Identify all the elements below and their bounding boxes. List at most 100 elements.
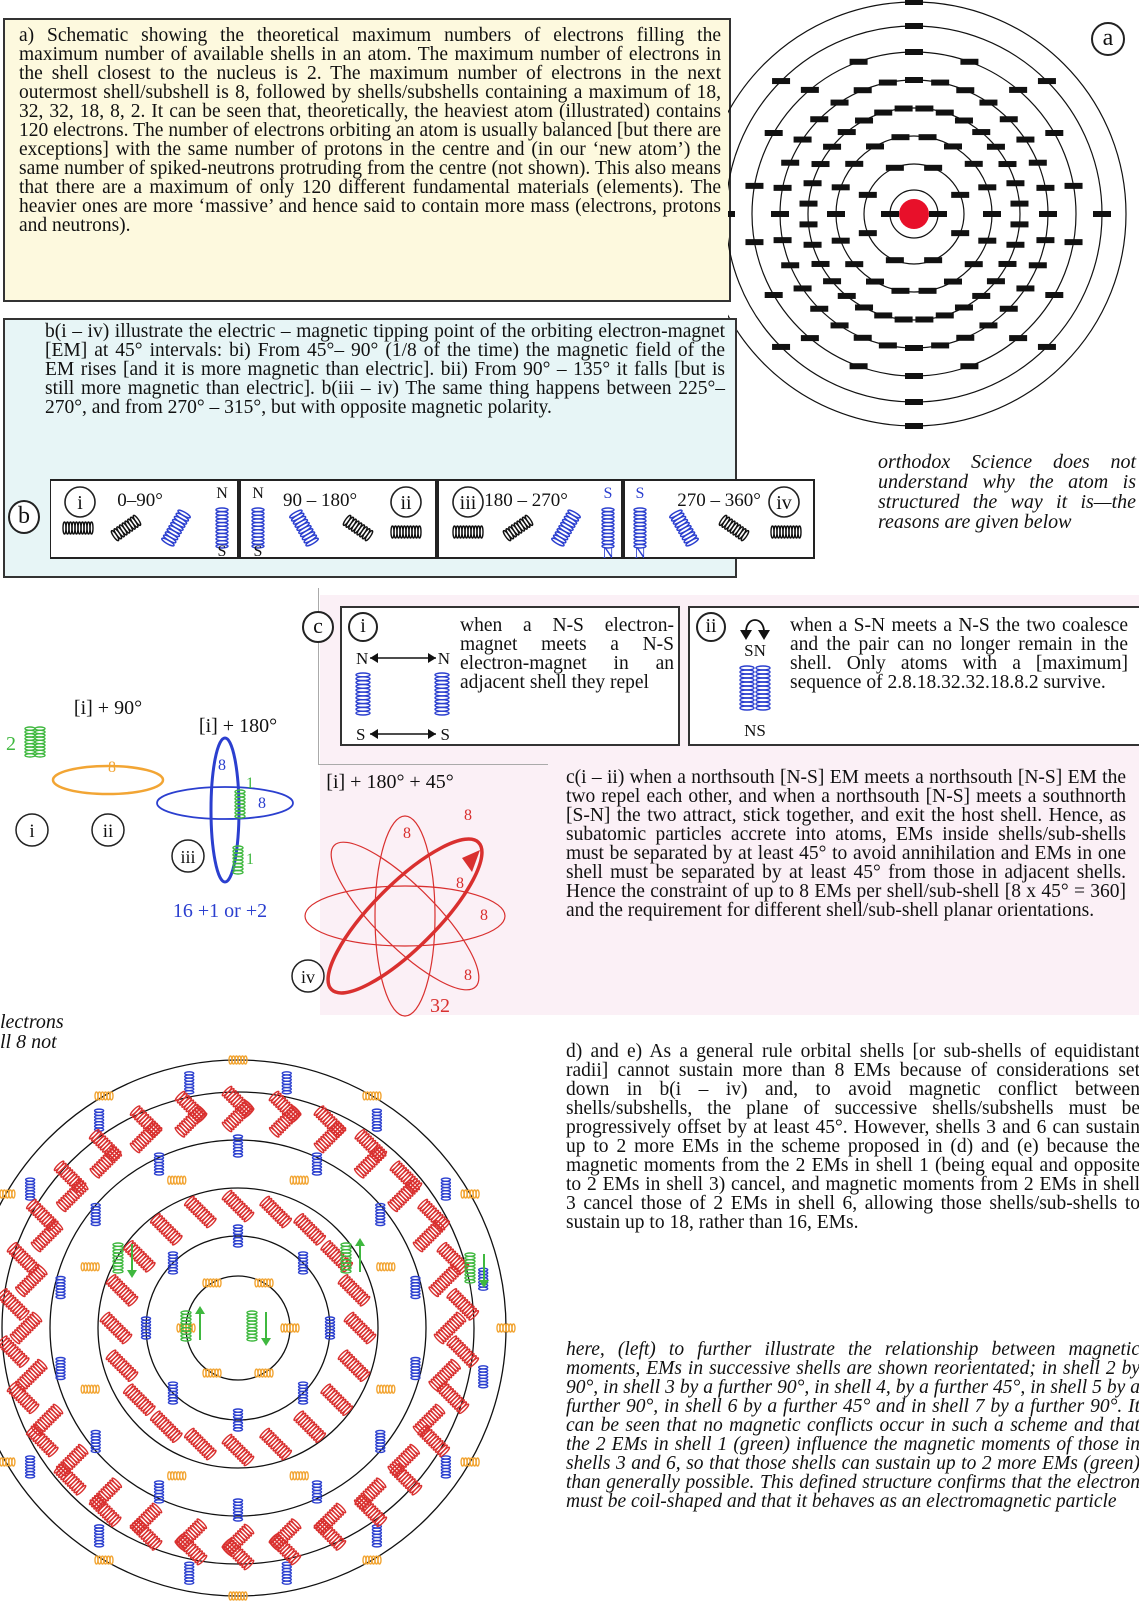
em-red <box>446 1288 480 1321</box>
pole-n1: N <box>356 649 368 668</box>
label-i-plus-180-45: [i] + 180° + 45° <box>326 771 453 793</box>
em-blue <box>477 1365 489 1389</box>
em-red <box>25 1424 59 1458</box>
em-red <box>55 1179 89 1213</box>
label-iv: iv <box>301 967 315 987</box>
label-i: i <box>29 821 34 842</box>
electron <box>891 287 910 294</box>
em-red <box>105 1273 139 1307</box>
num-circle <box>15 813 49 847</box>
electron <box>905 0 923 5</box>
b-num-ii: ii <box>400 492 412 514</box>
em-red <box>389 1160 423 1194</box>
em-red <box>9 1311 43 1345</box>
label-two: 2 <box>6 733 16 755</box>
coil-green <box>24 726 36 758</box>
b-num-iii: iii <box>460 492 477 514</box>
coil-green <box>234 789 246 819</box>
b-range: 270 – 360° <box>677 490 761 511</box>
electron <box>960 363 979 370</box>
em-blue <box>410 1356 421 1381</box>
atom-diagram-a <box>728 0 1127 429</box>
electron <box>979 99 998 106</box>
em-blue <box>24 1455 36 1479</box>
em-orange <box>202 1278 222 1288</box>
pole-top: S <box>636 485 645 502</box>
em-red <box>446 1335 480 1368</box>
label-thirtytwo: 32 <box>430 995 450 1017</box>
label-eight: 8 <box>456 875 464 892</box>
em-red <box>354 1494 388 1528</box>
em-orange <box>80 1262 100 1272</box>
electron <box>845 261 864 268</box>
green-arrowhead <box>355 1238 365 1246</box>
em-red <box>174 1090 208 1124</box>
coil-ns <box>434 672 450 716</box>
electron <box>803 241 822 248</box>
electron <box>924 257 943 264</box>
em-red <box>436 1241 470 1275</box>
em-red <box>105 1349 139 1383</box>
arrowhead <box>758 630 770 640</box>
coil-horizontal <box>452 525 484 539</box>
em-orange <box>496 1323 516 1333</box>
orbit-iv-h <box>304 885 506 947</box>
em-red <box>436 1381 470 1415</box>
electron <box>793 136 812 143</box>
electron <box>831 184 850 191</box>
electron <box>894 316 913 323</box>
electron <box>944 278 962 285</box>
electron <box>1064 182 1083 189</box>
em-red <box>293 1212 327 1246</box>
em-green <box>340 1242 352 1274</box>
em-blue <box>140 1316 152 1340</box>
em-green <box>464 1252 476 1284</box>
b-num-i: i <box>77 492 83 514</box>
electron <box>1037 343 1056 350</box>
electron <box>831 237 850 244</box>
electron <box>823 143 842 150</box>
electron <box>845 160 864 167</box>
electron <box>855 304 874 311</box>
em-red <box>30 1219 64 1253</box>
electron <box>878 79 897 86</box>
panel-c-label: c <box>302 611 334 643</box>
em-orange <box>0 1189 16 1199</box>
electron <box>905 373 923 379</box>
em-red <box>354 1128 388 1162</box>
em-orange <box>228 1591 248 1601</box>
em-blue <box>297 1251 309 1275</box>
electron <box>1006 241 1025 248</box>
electron <box>728 211 735 217</box>
em-orange <box>167 1175 187 1185</box>
em-blue <box>55 1275 66 1300</box>
em-blue <box>410 1275 421 1300</box>
em-red <box>428 1264 462 1298</box>
em-red <box>221 1085 255 1119</box>
b-num-circle <box>768 486 800 518</box>
electron <box>954 304 973 311</box>
electron <box>1006 180 1025 187</box>
electron <box>905 49 923 55</box>
electron <box>935 109 954 116</box>
arrowhead <box>370 729 378 739</box>
em-red <box>0 1335 30 1368</box>
electron <box>803 180 822 187</box>
electron <box>999 305 1018 312</box>
electron <box>1037 78 1056 85</box>
arrowhead <box>740 630 752 640</box>
electron <box>1045 130 1064 136</box>
em-blue <box>232 1498 244 1522</box>
electron <box>951 191 970 198</box>
em-red <box>149 1410 183 1444</box>
label-one: 1 <box>246 775 254 792</box>
em-blue <box>371 1108 383 1132</box>
electron <box>874 312 893 319</box>
em-blue <box>281 1071 292 1095</box>
em-blue <box>93 1524 105 1548</box>
